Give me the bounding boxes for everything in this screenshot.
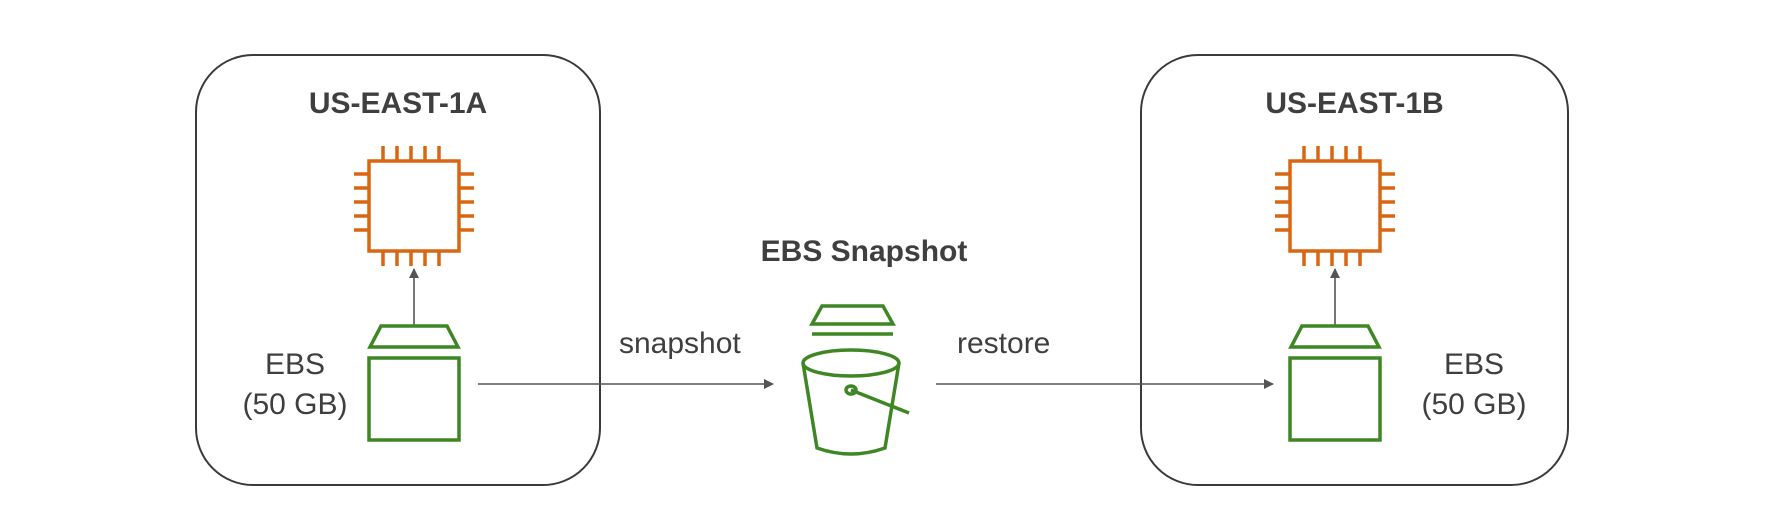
- restore-edge-label: restore: [957, 327, 1051, 360]
- snapshot-bucket-icon: [801, 304, 910, 456]
- zone-b-title: US-EAST-1B: [1265, 87, 1444, 120]
- volume-b-size: (50 GB): [1421, 388, 1527, 421]
- zone-a-title: US-EAST-1A: [308, 87, 488, 120]
- volume-a-size: (50 GB): [242, 388, 348, 421]
- availability-zone-a: [195, 54, 601, 486]
- volume-a-label: EBS (50 GB): [225, 345, 365, 425]
- snapshot-title: EBS Snapshot: [760, 235, 968, 268]
- volume-a-name: EBS: [264, 348, 326, 381]
- instance-a-icon: [354, 146, 474, 266]
- volume-b-label: EBS (50 GB): [1404, 345, 1544, 425]
- snapshot-edge-label: snapshot: [619, 327, 741, 360]
- instance-b-icon: [1275, 146, 1395, 266]
- volume-b-icon: [1288, 324, 1382, 442]
- availability-zone-b: [1140, 54, 1569, 486]
- volume-b-name: EBS: [1443, 348, 1505, 381]
- volume-a-icon: [367, 324, 461, 442]
